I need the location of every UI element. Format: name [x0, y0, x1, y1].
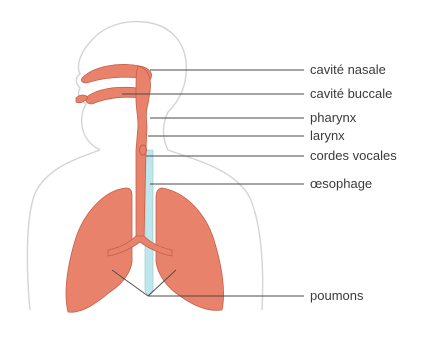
label-oral-cavity: cavité buccale	[310, 86, 392, 101]
label-esophagus: œsophage	[310, 176, 372, 191]
label-lungs: poumons	[310, 288, 364, 303]
label-larynx: larynx	[310, 128, 345, 143]
label-vocal-cords: cordes vocales	[310, 148, 397, 163]
label-nasal-cavity: cavité nasale	[310, 62, 386, 77]
label-pharynx: pharynx	[310, 110, 357, 125]
labels: cavité nasale cavité buccale pharynx lar…	[310, 62, 397, 303]
head-outline	[76, 22, 186, 150]
esophagus-tube	[145, 150, 153, 295]
